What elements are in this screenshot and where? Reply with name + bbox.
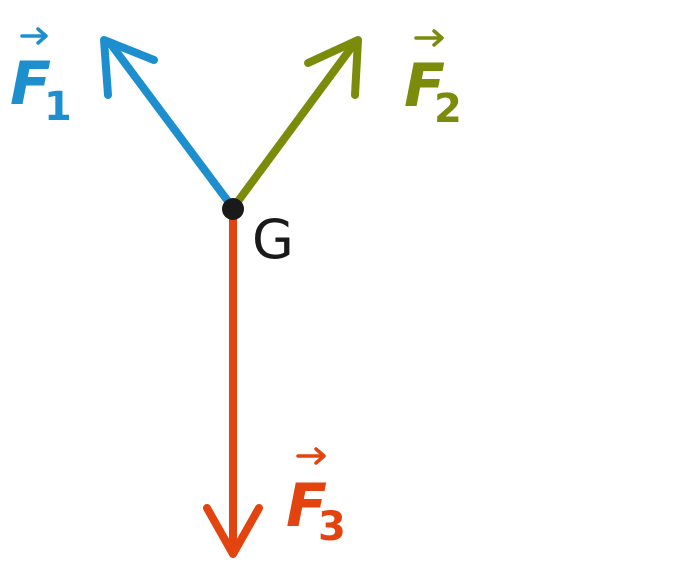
vector-f2-label-arrow-head [432,29,444,47]
vector-f1-letter: F [10,49,51,119]
vector-f1-arrowhead [100,36,158,99]
point-g-label: G [252,208,294,271]
vector-f1-label: F 1 [10,27,72,130]
vector-f3-arrowhead [203,504,263,558]
vector-f2-subscript: 2 [434,86,462,132]
vector-f2-letter: F [404,51,445,121]
vector-f3-letter: F [286,471,327,541]
vector-f2-label: F 2 [404,29,462,132]
vector-f2 [229,36,362,212]
vector-f1 [100,36,237,212]
vector-f1-label-arrow-head [36,27,48,45]
vector-f1-subscript: 1 [44,84,72,130]
vector-f2-shaft [229,40,358,212]
vector-f2-arrowhead [304,36,362,99]
vector-f3-subscript: 3 [318,504,346,550]
vector-f1-shaft [106,39,237,212]
point-g-dot [222,198,244,220]
vector-f3-label-arrow-head [314,447,326,465]
vector-f3 [203,206,263,558]
vector-f3-label: F 3 [286,447,346,550]
